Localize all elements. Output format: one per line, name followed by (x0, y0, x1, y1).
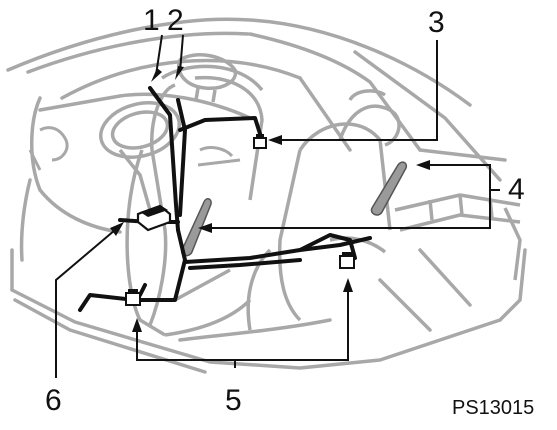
dashboard-details (28, 126, 241, 171)
sensor-5-left (125, 289, 141, 306)
sensor-5-right (339, 252, 355, 269)
sensor-3 (253, 134, 267, 149)
airbag-sensor-unit-6 (136, 204, 172, 232)
steering-wheel (99, 101, 181, 211)
callout-6: 6 (45, 384, 62, 417)
leader-lines (55, 34, 500, 378)
callout-1: 1 (143, 4, 160, 37)
figure-code: PS13015 (452, 397, 535, 419)
sensors (125, 134, 355, 306)
callout-5: 5 (225, 384, 242, 417)
callout-3: 3 (428, 6, 445, 39)
rear-seat (394, 193, 522, 281)
side-airbag-right (370, 161, 408, 216)
airbag-wiring-harness (78, 86, 372, 312)
callout-4: 4 (508, 173, 525, 206)
callout-2: 2 (167, 4, 184, 37)
leader-arrowheads (110, 66, 430, 332)
car-outline (6, 17, 527, 374)
